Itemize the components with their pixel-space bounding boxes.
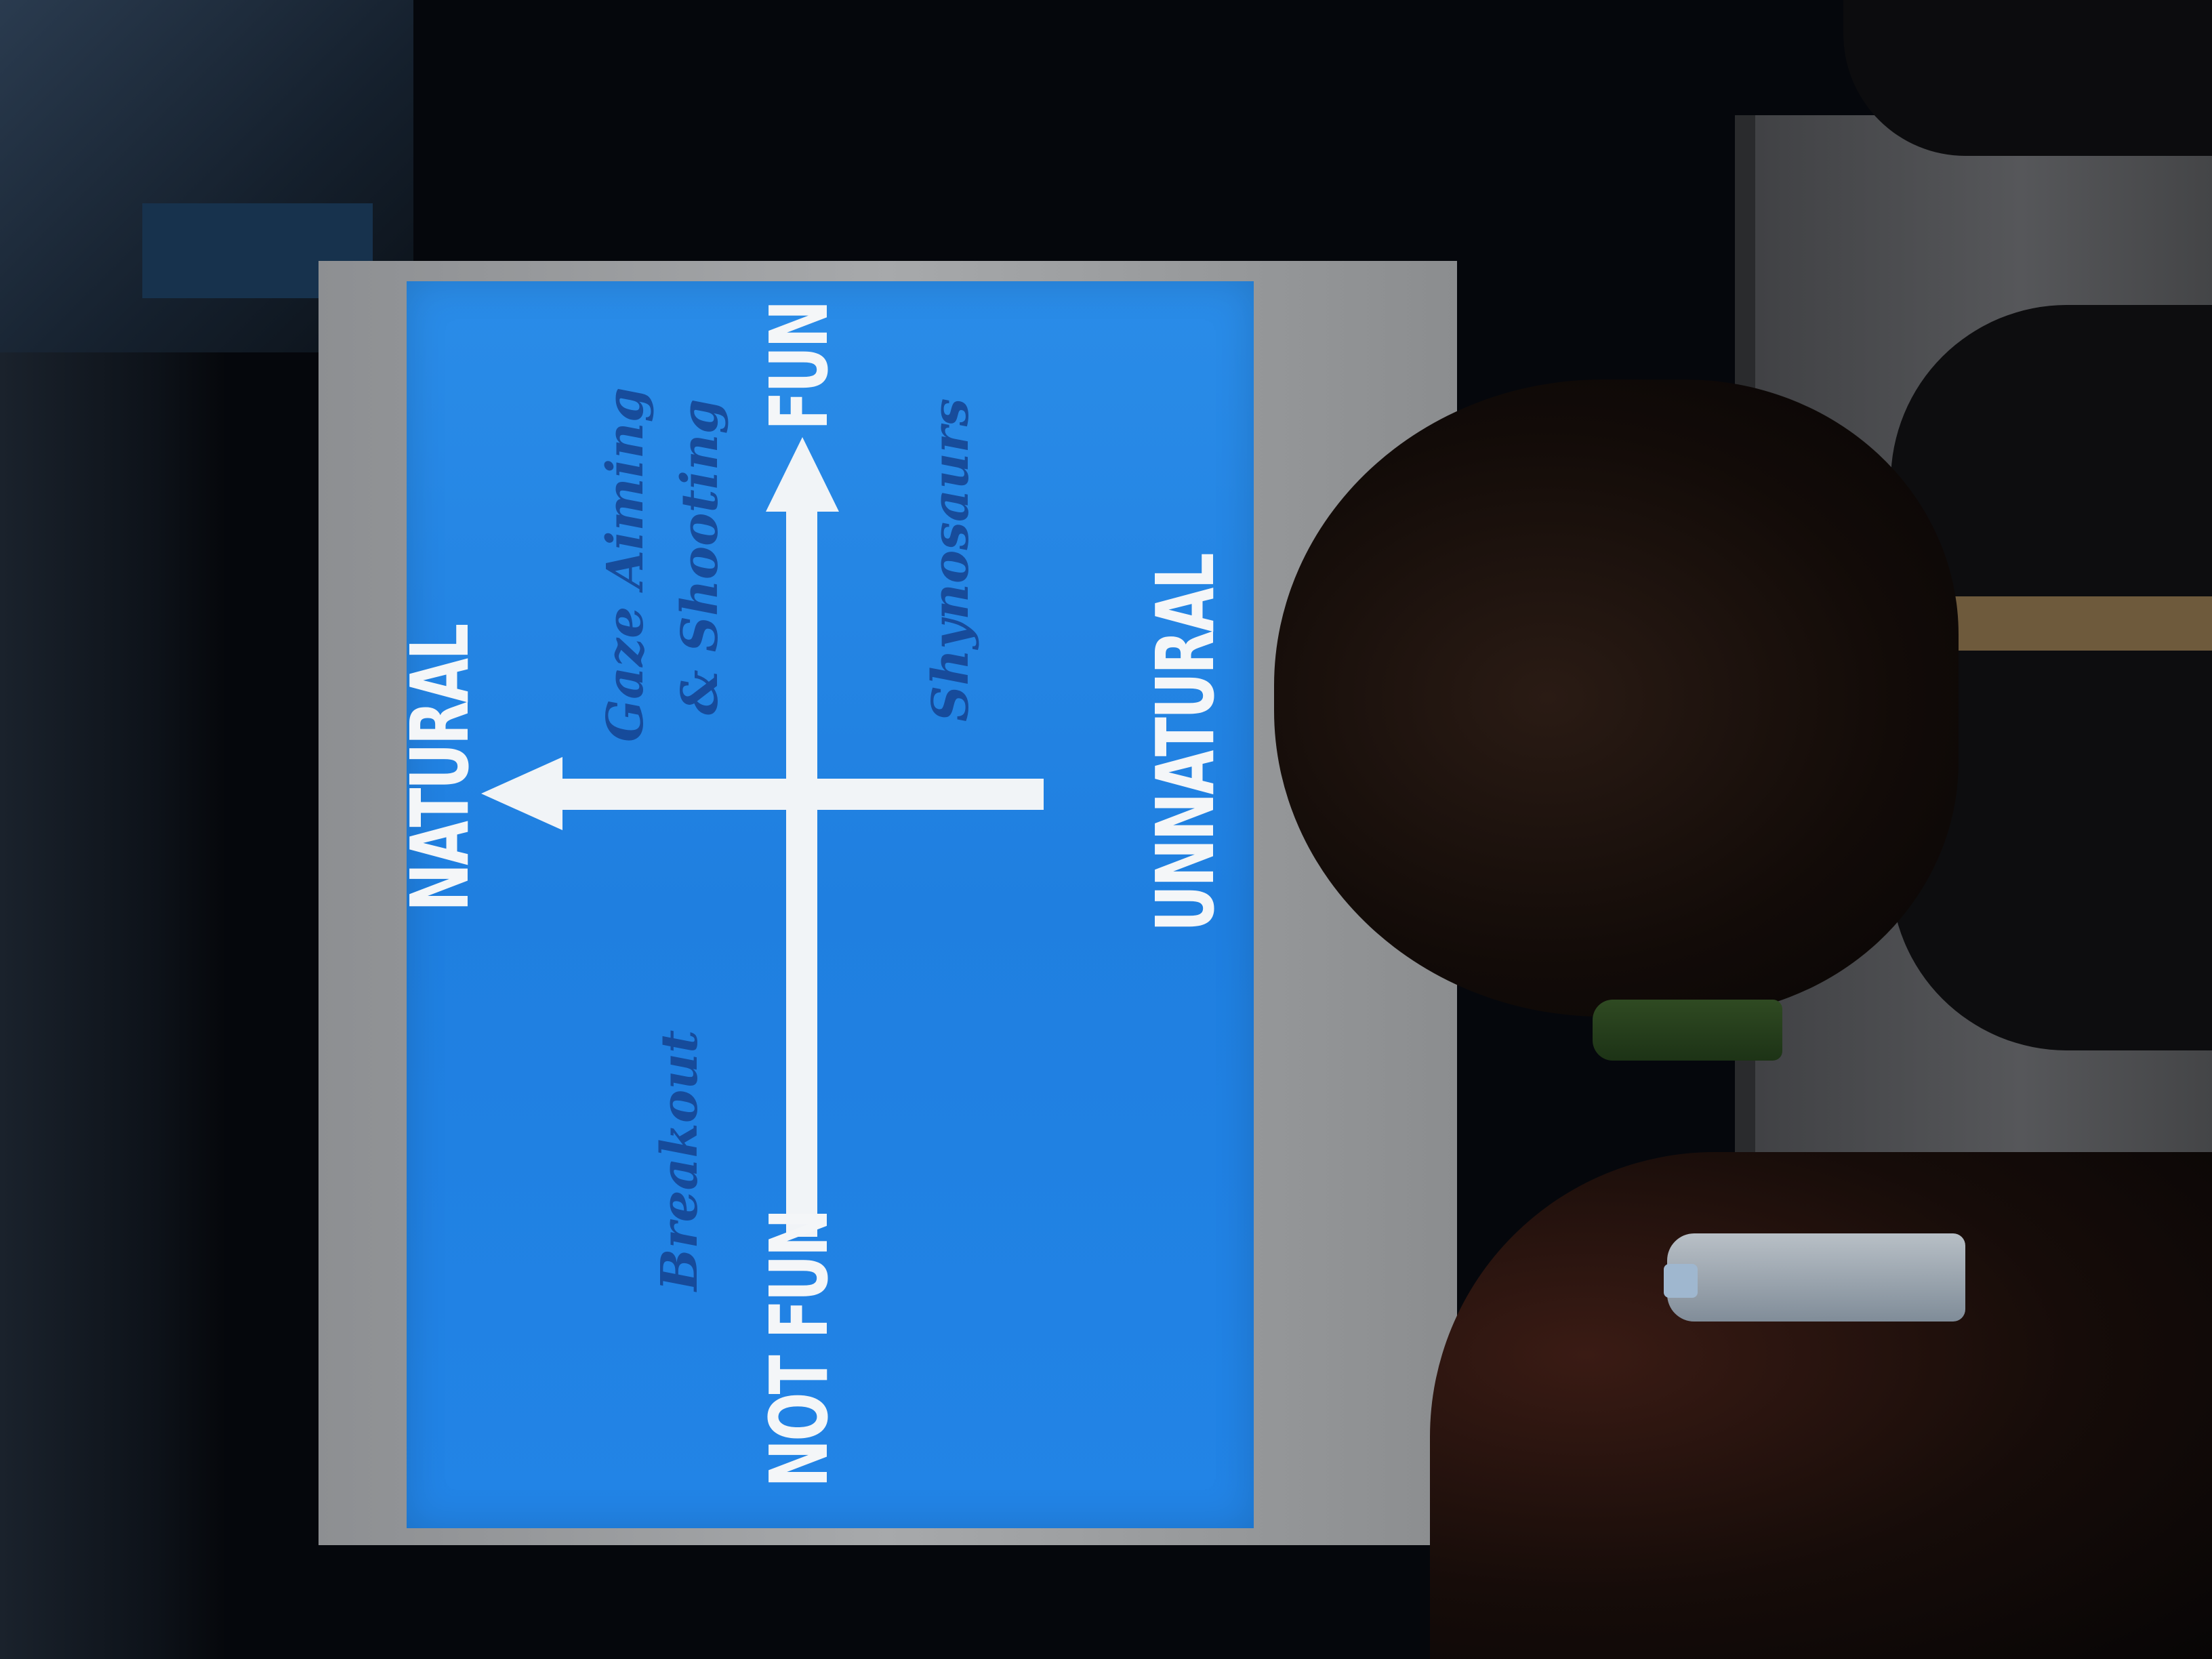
fun-axis-line xyxy=(786,512,817,1237)
audience-member-head xyxy=(1274,380,1959,1017)
item-gaze-aiming: Gaze Aiming xyxy=(596,387,655,743)
chair-back-top xyxy=(1843,0,2212,156)
presentation-slide: NATURAL UNNATURAL NOT FUN FUN Gaze Aimin… xyxy=(393,281,1254,1528)
green-bottle xyxy=(1593,1000,1782,1061)
item-breakout: Breakout xyxy=(651,1029,709,1291)
item-shooting: & Shooting xyxy=(671,398,729,715)
axis-label-natural: NATURAL xyxy=(393,625,487,912)
axis-label-not-fun: NOT FUN xyxy=(752,1210,846,1488)
audience-member-second xyxy=(1430,1152,2212,1659)
axis-label-fun: FUN xyxy=(752,302,846,430)
water-bottle xyxy=(1667,1233,1965,1322)
natural-arrow-head xyxy=(481,757,562,830)
natural-axis-line xyxy=(556,779,1044,810)
water-bottle-cap xyxy=(1664,1264,1698,1298)
slide-content: NATURAL UNNATURAL NOT FUN FUN Gaze Aimin… xyxy=(393,281,1254,1528)
item-shynosaurs: Shynosaurs xyxy=(922,398,980,722)
fun-arrow-head xyxy=(766,437,839,512)
axis-label-unnatural: UNNATURAL xyxy=(1139,554,1232,932)
